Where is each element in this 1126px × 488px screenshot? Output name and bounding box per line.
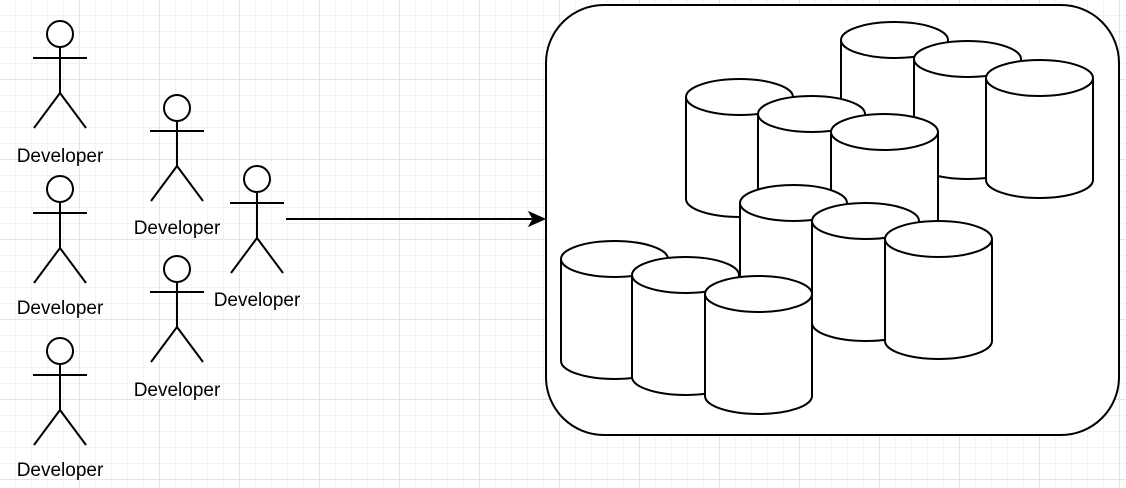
connector-arrow[interactable] — [286, 210, 547, 228]
stick-figure-icon — [33, 175, 87, 284]
database-cylinder-icon[interactable] — [884, 220, 993, 360]
stick-figure-icon — [33, 20, 87, 129]
cylinder-rim — [884, 238, 993, 258]
actor-developer-4[interactable]: Developer — [134, 94, 221, 239]
cylinder-rim — [830, 131, 939, 151]
database-cylinder-icon[interactable] — [704, 275, 813, 415]
stick-figure-icon — [230, 165, 284, 274]
cylinder-rim — [985, 77, 1094, 97]
actor-label: Developer — [17, 146, 104, 167]
stick-figure-icon — [150, 255, 204, 363]
actor-developer-1[interactable]: Developer — [17, 20, 104, 167]
actor-label: Developer — [17, 298, 104, 319]
actor-developer-3[interactable]: Developer — [17, 337, 104, 481]
actor-label: Developer — [134, 218, 221, 239]
actor-developer-6[interactable]: Developer — [214, 165, 301, 311]
database-cylinder-icon[interactable] — [985, 59, 1094, 199]
actor-developer-2[interactable]: Developer — [17, 175, 104, 319]
cylinder-body — [704, 275, 813, 415]
actor-label: Developer — [17, 460, 104, 481]
cylinder-body — [884, 220, 993, 360]
stick-figure-icon — [33, 337, 87, 446]
stick-figure-icon — [150, 94, 204, 202]
cylinder-rim — [704, 293, 813, 313]
actor-developer-5[interactable]: Developer — [134, 255, 221, 401]
database-cluster — [560, 21, 1094, 415]
actor-label: Developer — [214, 290, 301, 311]
cylinder-body — [985, 59, 1094, 199]
actor-label: Developer — [134, 380, 221, 401]
